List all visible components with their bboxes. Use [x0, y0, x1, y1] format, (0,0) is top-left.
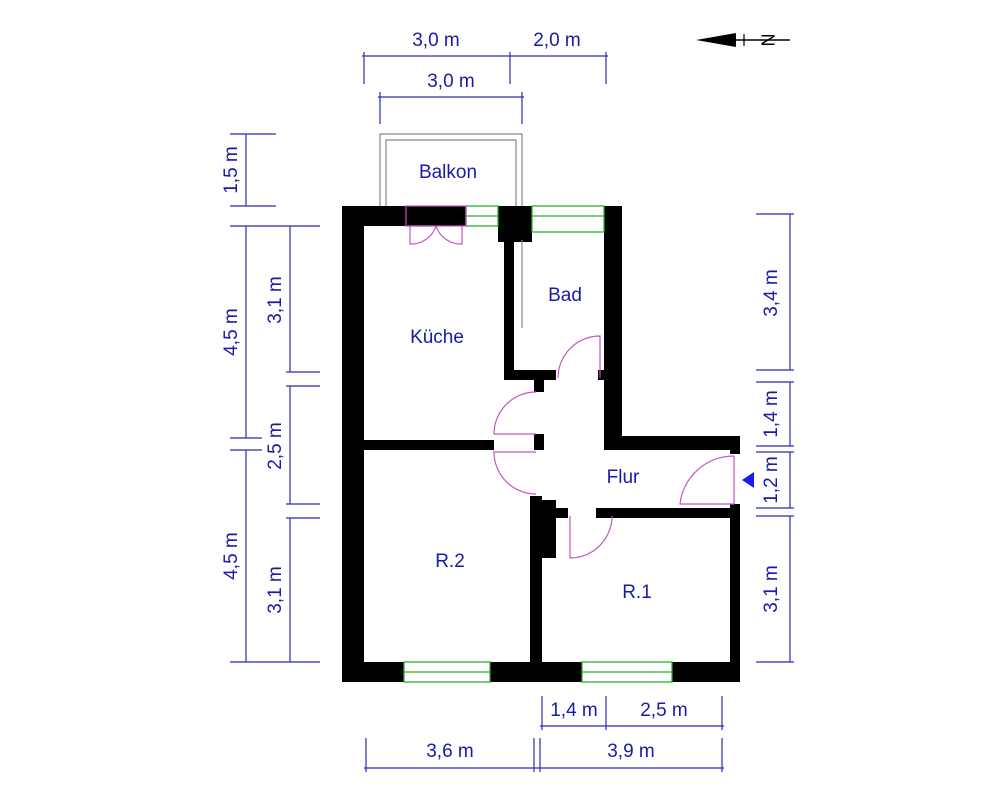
r2-door	[493, 451, 537, 495]
room-label-r1: R.1	[622, 582, 652, 603]
dim-top-right-width: 2,0 m	[533, 30, 581, 51]
room-label-flur: Flur	[607, 467, 640, 488]
dim-left-lower-total: 4,5 m	[221, 532, 242, 580]
dim-bottom-small: 1,4 m	[550, 700, 598, 721]
north-label: N	[757, 34, 777, 47]
entry-door	[679, 455, 735, 505]
r1-door	[569, 515, 613, 559]
doors	[405, 205, 754, 559]
dim-balkon-depth: 1,5 m	[221, 146, 242, 194]
dim-balkon-width: 3,0 m	[427, 71, 475, 92]
dim-bottom-mid: 2,5 m	[640, 700, 688, 721]
dim-r1-width: 3,9 m	[607, 741, 655, 762]
room-label-balkon: Balkon	[419, 162, 477, 183]
room-label-kueche: Küche	[410, 327, 464, 348]
dim-left-upper-total: 4,5 m	[221, 308, 242, 356]
windows	[403, 205, 673, 683]
dim-top-left-width: 3,0 m	[412, 30, 460, 51]
entrance-marker-icon	[742, 472, 754, 488]
dim-flur-upper: 1,4 m	[761, 390, 782, 438]
dim-middle-depth: 2,5 m	[265, 422, 286, 470]
dimension-lines: 3,0 m 2,0 m 3,0 m 1,5 m 4,5 m 4,5 m 3,1 …	[221, 30, 794, 772]
balcony-door	[405, 205, 467, 245]
dim-bad-depth: 3,4 m	[761, 269, 782, 317]
room-label-bad: Bad	[548, 285, 582, 306]
dim-r2-width: 3,6 m	[426, 741, 474, 762]
walls	[342, 206, 740, 682]
dim-r1-depth: 3,1 m	[761, 565, 782, 613]
balcony	[379, 133, 523, 206]
dim-r2-depth: 3,1 m	[265, 566, 286, 614]
north-arrow-icon: N	[696, 33, 790, 47]
bad-door	[557, 335, 601, 379]
dim-flur-entry: 1,2 m	[761, 456, 782, 504]
room-labels: Balkon Küche Bad Flur R.2 R.1	[410, 162, 652, 603]
room-label-r2: R.2	[435, 551, 465, 572]
kueche-door	[493, 391, 537, 435]
dim-kueche-depth: 3,1 m	[265, 276, 286, 324]
